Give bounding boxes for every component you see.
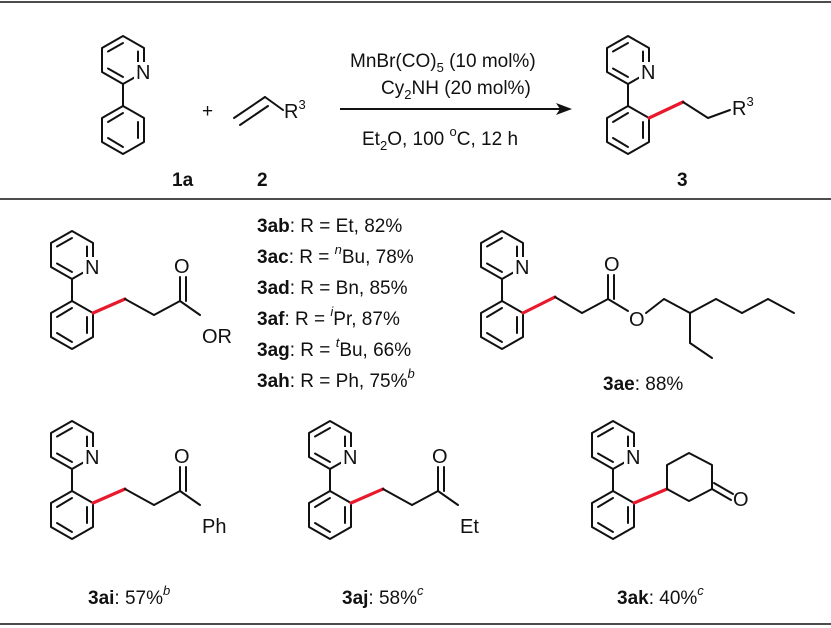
reactant-alkene: R3 xyxy=(233,96,306,126)
phenyl-group: Ph xyxy=(202,516,226,538)
product-3-label: 3 xyxy=(677,170,688,191)
pyridine-n-atom: N xyxy=(136,62,150,84)
reactant-2-phenylpyridine: N xyxy=(101,35,150,155)
reactant-2-label: 2 xyxy=(257,170,268,191)
compound-3aj-structure: N O Et xyxy=(308,420,479,540)
ethyl-group: Et xyxy=(460,516,479,538)
pyridine-n-atom: N xyxy=(343,447,357,469)
carbonyl-o-atom: O xyxy=(174,256,190,278)
compound-3ae-yield: 3ae: 88% xyxy=(603,374,683,395)
compound-3ai-yield: 3ai: 57%b xyxy=(88,583,170,609)
entry-3ah: 3ah: R = Ph, 75%b xyxy=(257,366,415,392)
compound-3aj-yield: 3aj: 58%c xyxy=(342,583,424,609)
entry-3af: 3af: R = iPr, 87% xyxy=(257,304,400,330)
compound-3ak-yield: 3ak: 40%c xyxy=(617,583,704,609)
compound-3ak-structure: N O xyxy=(591,420,749,540)
entry-3ag: 3ag: R = tBu, 66% xyxy=(257,335,411,361)
r3-label: R3 xyxy=(732,94,754,120)
ester-o-atom: O xyxy=(629,309,645,331)
pyridine-n-atom: N xyxy=(85,447,99,469)
ester-series-structure: N O OR xyxy=(50,230,232,350)
carbonyl-o-atom: O xyxy=(432,446,448,468)
carbonyl-o-atom: O xyxy=(174,446,190,468)
entry-3ad: 3ad: R = Bn, 85% xyxy=(257,278,408,299)
entry-3ac: 3ac: R = nBu, 78% xyxy=(257,242,414,268)
pyridine-n-atom: N xyxy=(515,257,529,279)
additive-condition: Cy2NH (20 mol%) xyxy=(381,78,531,102)
compound-3ae-structure: N O O xyxy=(480,230,795,359)
ester-yield-list: 3ab: R = Et, 82% 3ac: R = nBu, 78% 3ad: … xyxy=(257,216,415,392)
pyridine-n-atom: N xyxy=(85,257,99,279)
entry-3ab: 3ab: R = Et, 82% xyxy=(257,216,402,237)
reaction-arrow xyxy=(340,103,572,115)
pyridine-n-atom: N xyxy=(641,62,655,84)
carbonyl-o-atom: O xyxy=(604,254,620,276)
ester-or-group: OR xyxy=(202,326,232,348)
solvent-temperature-condition: Et2O, 100 oC, 12 h xyxy=(362,124,518,153)
pyridine-n-atom: N xyxy=(626,447,640,469)
catalyst-condition: MnBr(CO)5 (10 mol%) xyxy=(350,51,536,75)
product-3-structure: N R3 xyxy=(606,35,754,155)
compound-3ai-structure: N O Ph xyxy=(50,420,226,540)
plus-sign: + xyxy=(202,101,213,122)
ketone-o-atom: O xyxy=(733,489,749,511)
r3-label: R3 xyxy=(284,97,306,123)
reactant-1a-label: 1a xyxy=(172,170,194,191)
